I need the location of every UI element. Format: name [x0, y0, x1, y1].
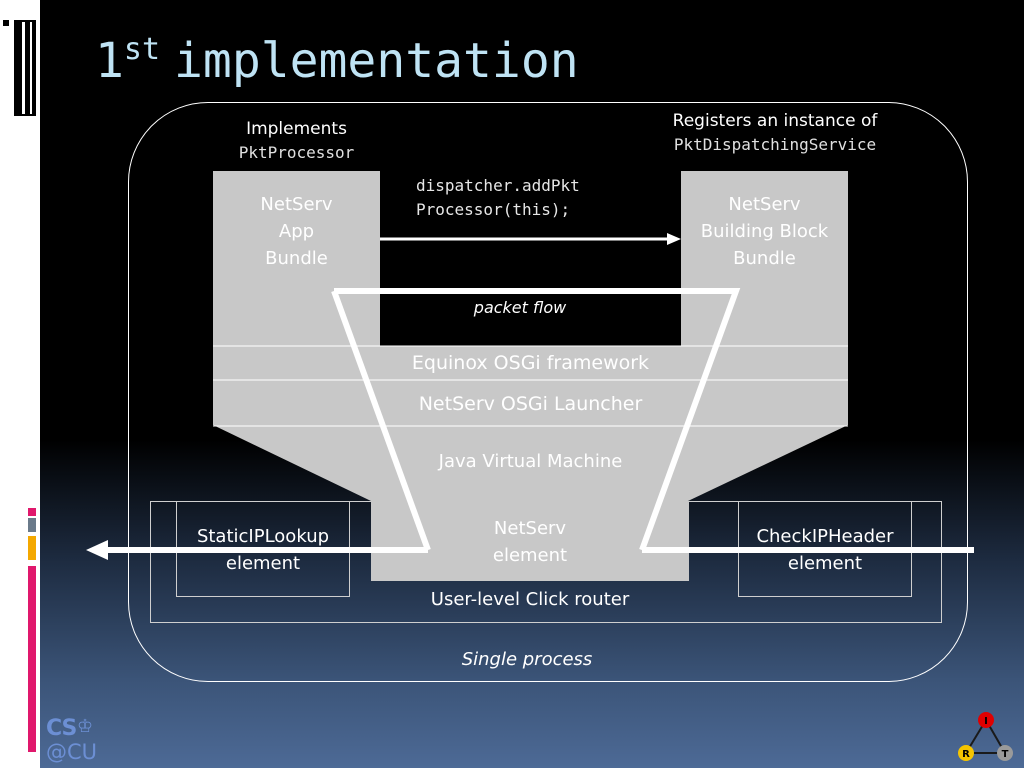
- irt-logo: I R T: [958, 712, 1013, 761]
- decor-line: [22, 22, 25, 114]
- jvm-trapezoid: [213, 425, 848, 501]
- decor-square-pink: [28, 508, 36, 516]
- packet-flow-label: packet flow: [473, 298, 567, 317]
- irt-letter-r: R: [962, 749, 970, 760]
- packet-flow-path-left: [331, 289, 431, 552]
- app-bundle-box: [213, 171, 380, 346]
- osgi-framework-label: Equinox OSGi framework: [411, 352, 650, 374]
- decor-square: [3, 20, 9, 26]
- irt-letter-i: I: [984, 716, 988, 727]
- decor-line: [30, 22, 32, 114]
- click-router-label: User-level Click router: [430, 589, 630, 610]
- irt-node-i: [978, 712, 994, 728]
- irt-node-r: [958, 745, 974, 761]
- osgi-launcher-label: NetServ OSGi Launcher: [418, 392, 643, 415]
- building-block-box: [681, 171, 848, 346]
- osgi-framework-bar: [213, 346, 848, 380]
- decor-square-slate: [28, 518, 36, 532]
- register-arrowhead: [667, 233, 681, 245]
- irt-letter-t: T: [1002, 749, 1009, 760]
- single-process-label: Single process: [461, 649, 593, 670]
- crown-icon: ♔: [77, 716, 94, 737]
- decor-square-orange: [28, 536, 36, 560]
- cs-cu-logo: CS ♔ @CU: [46, 716, 98, 764]
- single-process-boundary: [128, 102, 968, 682]
- irt-node-t: [997, 745, 1013, 761]
- outgoing-arrowhead: [86, 540, 108, 560]
- packet-flow-path-right: [334, 288, 741, 552]
- jvm-label: Java Virtual Machine: [438, 450, 623, 472]
- decor-bar-pink: [28, 566, 36, 752]
- osgi-launcher-bar: [213, 380, 848, 425]
